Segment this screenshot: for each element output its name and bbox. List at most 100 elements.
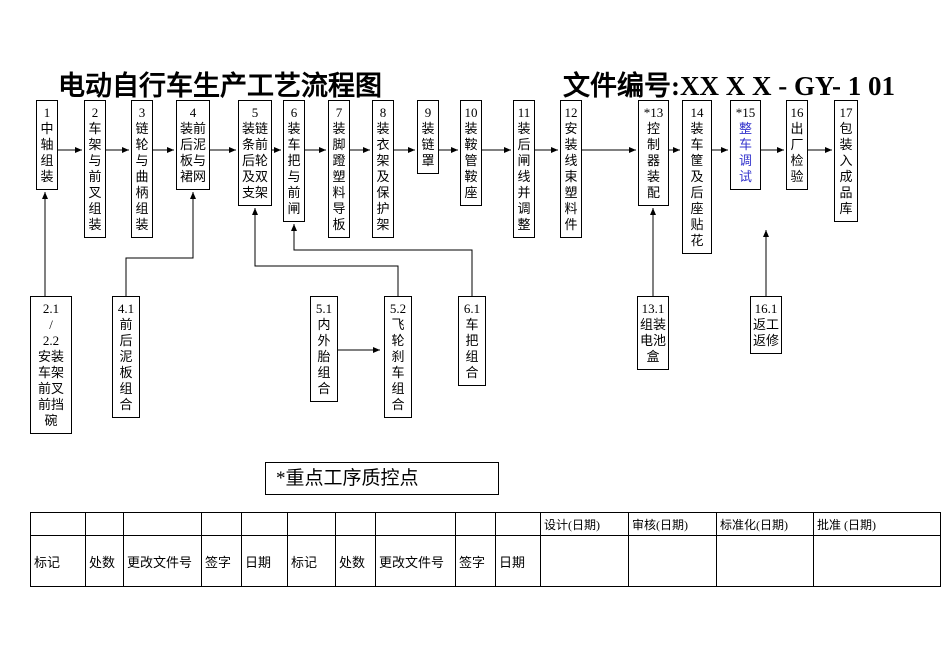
header-mark: 标记 xyxy=(287,535,336,587)
table-row-top: 设计(日期) 审核(日期) 标准化(日期) 批准 (日期) xyxy=(30,512,941,536)
table-empty-cell xyxy=(201,512,242,536)
step-number: 11 xyxy=(517,105,531,120)
legend-text: *重点工序质控点 xyxy=(276,468,419,489)
step-number: 9 xyxy=(424,105,432,120)
step-label: 装链罩 xyxy=(421,121,435,168)
step-number: 5 xyxy=(251,105,259,120)
substep-label: 组装电池盒 xyxy=(640,317,667,364)
step-number: *13 xyxy=(643,105,664,120)
table-empty-cell xyxy=(495,512,541,536)
title-block-table: 设计(日期) 审核(日期) 标准化(日期) 批准 (日期) 标记 处数 更改文件… xyxy=(30,512,941,587)
substep-label: 返工返修 xyxy=(753,317,780,348)
step-label: 装脚蹬塑料导板 xyxy=(332,121,346,232)
step-label: 链轮与曲柄组装 xyxy=(135,121,149,232)
table-empty-cell xyxy=(540,535,629,587)
substep-number: 16.1 xyxy=(754,301,778,316)
substep-label: 内外胎组合 xyxy=(317,317,331,396)
table-empty-cell xyxy=(455,512,496,536)
step-label: 包装入成品库 xyxy=(839,121,853,216)
header-review-date: 审核(日期) xyxy=(628,512,717,536)
arrow-sub4-up xyxy=(125,192,196,296)
step-number: 3 xyxy=(138,105,146,120)
step-number: 4 xyxy=(189,105,197,120)
arrow-sub6-up xyxy=(291,224,473,296)
substep-label: 车把组合 xyxy=(465,317,479,380)
header-signature: 签字 xyxy=(455,535,496,587)
header-count: 处数 xyxy=(85,535,124,587)
step-number: 16 xyxy=(790,105,804,120)
header-design-date: 设计(日期) xyxy=(540,512,629,536)
step-number: 10 xyxy=(464,105,478,120)
table-empty-cell xyxy=(716,535,814,587)
header-approval-date: 批准 (日期) xyxy=(813,512,941,536)
step-label: 出厂检验 xyxy=(790,121,804,184)
step-number: 14 xyxy=(690,105,704,120)
quality-control-legend: *重点工序质控点 xyxy=(265,462,499,495)
step-label: 装衣架及保护架 xyxy=(376,121,390,232)
header-mark: 标记 xyxy=(30,535,86,587)
header-count: 处数 xyxy=(335,535,376,587)
table-empty-cell xyxy=(30,512,86,536)
header-change-doc-no: 更改文件号 xyxy=(375,535,456,587)
step-number: 2 xyxy=(91,105,99,120)
page-title: 电动自行车生产工艺流程图 xyxy=(58,71,382,101)
step-number: 8 xyxy=(379,105,387,120)
substep-label: 前后泥板组合 xyxy=(119,317,133,412)
header-signature: 签字 xyxy=(201,535,242,587)
header-date: 日期 xyxy=(241,535,288,587)
header-date: 日期 xyxy=(495,535,541,587)
step-label-highlighted: 整车调试 xyxy=(738,121,752,184)
table-empty-cell xyxy=(335,512,376,536)
table-empty-cell xyxy=(628,535,717,587)
step-number: *15 xyxy=(735,105,756,120)
arrow-sub5-up xyxy=(252,208,399,296)
step-number: 12 xyxy=(564,105,578,120)
step-label: 安装线束塑料件 xyxy=(564,121,578,232)
step-label: 控制器装配 xyxy=(646,121,660,200)
step-label: 装前后泥板与裙网 xyxy=(179,121,206,184)
step-label: 中轴组装 xyxy=(40,121,54,184)
step-label: 车架与前叉组装 xyxy=(88,121,102,232)
substep-number: 5.2 xyxy=(389,301,407,316)
header-standardization-date: 标准化(日期) xyxy=(716,512,814,536)
substep-number: 13.1 xyxy=(641,301,665,316)
table-empty-cell xyxy=(287,512,336,536)
table-empty-cell xyxy=(85,512,124,536)
step-number: 6 xyxy=(290,105,298,120)
table-empty-cell xyxy=(375,512,456,536)
table-empty-cell xyxy=(123,512,202,536)
step-label: 装鞍管鞍座 xyxy=(464,121,478,200)
step-label: 装后闸线并调整 xyxy=(517,121,531,232)
substep-label: 安装车架前叉前挡碗 xyxy=(37,349,64,428)
substep-number: 4.1 xyxy=(117,301,135,316)
step-label: 装链条前后轮及双支架 xyxy=(241,121,268,200)
step-label: 装车筐及后座贴花 xyxy=(690,121,704,248)
header-change-doc-no: 更改文件号 xyxy=(123,535,202,587)
table-empty-cell xyxy=(241,512,288,536)
step-number: 17 xyxy=(839,105,853,120)
step-number: 7 xyxy=(335,105,343,120)
substep-number: 6.1 xyxy=(463,301,481,316)
